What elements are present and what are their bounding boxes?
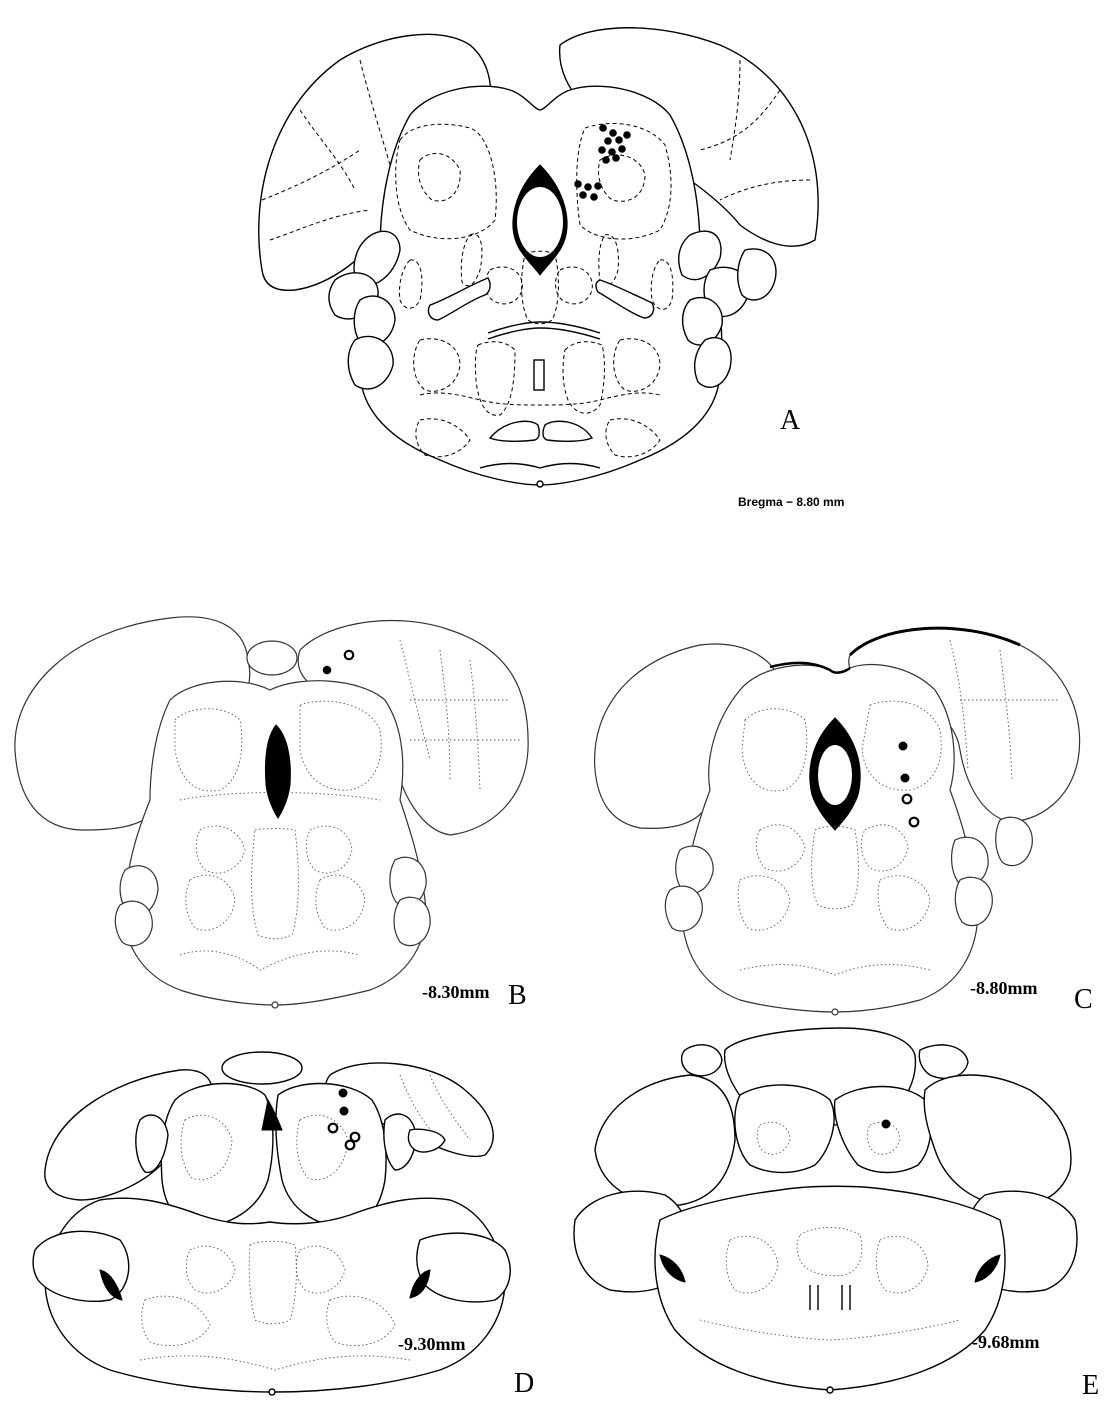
- filled-marker: [600, 125, 607, 132]
- panel-e-letter: E: [1082, 1372, 1099, 1400]
- panel-b-level-label: -8.30mm: [422, 983, 489, 1001]
- panel-e-right-lobe: [924, 1075, 1071, 1206]
- open-marker: [329, 1124, 338, 1133]
- open-marker: [910, 818, 919, 827]
- panel-e-brainstem-outline: [655, 1186, 1005, 1390]
- panel-e-left-colliculus: [735, 1085, 834, 1173]
- filled-marker: [595, 183, 602, 190]
- panel-e-level-label: -9.68mm: [972, 1333, 1039, 1351]
- filled-marker: [899, 742, 907, 750]
- filled-marker: [610, 130, 617, 137]
- filled-marker: [599, 147, 606, 154]
- filled-marker: [585, 184, 592, 191]
- panel-a-letter: A: [780, 407, 800, 435]
- filled-marker: [882, 1120, 890, 1128]
- filled-marker: [624, 132, 631, 139]
- filled-marker: [580, 192, 587, 199]
- panel-d-left-colliculus: [161, 1084, 273, 1228]
- panel-a-brain-section: [250, 20, 820, 500]
- filled-marker: [575, 181, 582, 188]
- filled-marker: [591, 194, 598, 201]
- panel-b-letter: B: [508, 982, 527, 1010]
- panel-a-bregma-caption: Bregma − 8.80 mm: [738, 496, 844, 508]
- panel-c-brain-section: [585, 615, 1105, 1030]
- filled-marker: [605, 138, 612, 145]
- panel-e-left-lobe: [595, 1075, 735, 1205]
- panel-e-markers: [882, 1120, 890, 1128]
- filled-marker: [323, 666, 331, 674]
- panel-c-letter: C: [1074, 986, 1093, 1014]
- panel-a-brainstem-outline: [358, 86, 722, 485]
- panel-d-letter: D: [514, 1370, 534, 1398]
- filled-marker: [603, 157, 610, 164]
- panel-d-level-label: -9.30mm: [398, 1335, 465, 1353]
- open-marker: [903, 795, 912, 804]
- filled-marker: [339, 1089, 347, 1097]
- panel-e-right-colliculus: [835, 1087, 931, 1173]
- filled-marker: [340, 1107, 348, 1115]
- panel-b-brain-section: [5, 610, 545, 1025]
- filled-marker: [613, 155, 620, 162]
- panel-c-brainstem-outline: [682, 664, 978, 1012]
- filled-marker: [619, 146, 626, 153]
- filled-marker: [609, 149, 616, 156]
- open-marker: [346, 1141, 355, 1150]
- panel-d-brain-section: [25, 1040, 545, 1400]
- panel-c-level-label: -8.80mm: [970, 979, 1037, 997]
- filled-marker: [901, 774, 909, 782]
- panel-d-right-colliculus: [276, 1084, 386, 1228]
- filled-marker: [616, 137, 623, 144]
- open-marker: [345, 651, 353, 659]
